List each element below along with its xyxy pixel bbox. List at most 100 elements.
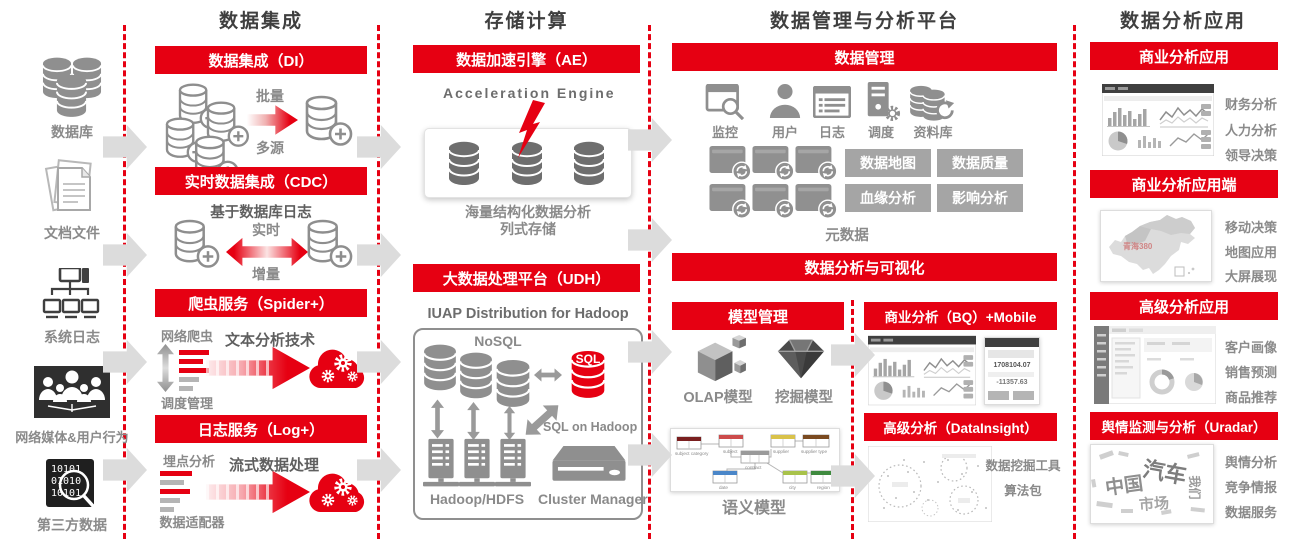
system-log-icon xyxy=(42,268,100,319)
divider-platform-apps xyxy=(1073,25,1076,539)
cloud-gears-icon xyxy=(309,473,365,512)
divider-integration-storage xyxy=(377,25,380,539)
app-item-intel: 竞争情报 xyxy=(1224,480,1277,495)
bi-dashboard-image xyxy=(1102,84,1214,156)
mining-tools-label: 数据挖掘工具 xyxy=(985,459,1061,473)
database-stack-icon xyxy=(42,56,102,118)
log-title: 流式数据处理 xyxy=(228,457,319,474)
banner-spider: 爬虫服务（Spider+） xyxy=(155,289,367,317)
cdc-title: 基于数据库日志 xyxy=(210,205,312,221)
wordcloud-word: 我们 xyxy=(1187,475,1202,500)
china-map-image: 青海380 xyxy=(1100,210,1212,282)
banner-model-mgmt: 模型管理 xyxy=(672,302,844,330)
column-title-integration: 数据集成 xyxy=(218,11,303,32)
db-cylinder-icon xyxy=(457,350,495,400)
svg-text:01010: 01010 xyxy=(51,476,81,487)
wordcloud-image: 中国 汽车 市场 我们 xyxy=(1090,444,1214,524)
udh-subtitle: IUAP Distribution for Hadoop xyxy=(427,306,629,322)
mobile-stat-2: -11357.63 xyxy=(996,379,1028,386)
spider-title: 文本分析技术 xyxy=(224,332,315,349)
metadata-label: 元数据 xyxy=(825,228,869,244)
divider-sources-integration xyxy=(123,25,126,539)
algorithm-pkg-label: 算法包 xyxy=(1004,484,1042,498)
app-item-hr: 人力分析 xyxy=(1224,123,1277,138)
cdc-increment-label: 增量 xyxy=(252,266,280,282)
button-impact-analysis: 影响分析 xyxy=(937,184,1023,212)
column-title-platform: 数据管理与分析平台 xyxy=(769,11,959,32)
semantic-er-image: subject category subject supplier suppli… xyxy=(670,428,840,492)
user-icon xyxy=(769,84,801,118)
double-arrow-icon xyxy=(534,368,562,382)
server-rack-icon xyxy=(423,438,459,488)
source-label-database: 数据库 xyxy=(51,124,93,140)
button-data-quality: 数据质量 xyxy=(937,149,1023,177)
app-item-recommend: 商品推荐 xyxy=(1224,390,1277,405)
column-title-apps: 数据分析应用 xyxy=(1119,11,1246,32)
updown-arrow-icon xyxy=(157,344,174,392)
svg-text:subject category: subject category xyxy=(675,451,709,456)
social-network-icon xyxy=(34,366,110,418)
banner-datainsight: 高级分析（DataInsight） xyxy=(864,413,1057,441)
svg-text:subject: subject xyxy=(723,449,738,454)
source-label-documents: 文档文件 xyxy=(44,225,100,241)
vertical-double-arrow-icon xyxy=(467,402,480,440)
udh-box xyxy=(413,328,643,520)
source-label-syslog: 系统日志 xyxy=(44,329,100,345)
banner-bq: 商业分析（BQ）+Mobile xyxy=(864,302,1057,330)
stream-arrow-icon xyxy=(206,470,310,514)
db-plus-icon xyxy=(303,94,353,147)
bq-dashboard-image xyxy=(868,335,976,406)
mgmt-icon-label-monitor: 监控 xyxy=(711,125,738,140)
mgmt-icon-label-log: 日志 xyxy=(818,125,845,140)
vertical-double-arrow-icon xyxy=(431,398,444,440)
scheduler-gear-icon xyxy=(867,82,901,121)
svg-text:date: date xyxy=(719,485,728,490)
source-label-social: 网络媒体&用户行为 xyxy=(15,430,129,445)
db-plus-icon xyxy=(172,218,220,269)
stream-arrow-icon xyxy=(206,346,310,390)
metadata-box-icon xyxy=(751,184,797,220)
mgmt-icon-label-scheduler: 调度 xyxy=(867,125,894,140)
server-rack-icon xyxy=(495,438,531,488)
log-list-icon xyxy=(813,86,851,118)
cluster-manager-label: Cluster Manager xyxy=(538,491,648,507)
svg-text:10101: 10101 xyxy=(51,488,81,499)
di-arrow-icon xyxy=(244,105,298,135)
db-cylinder-icon xyxy=(445,140,483,186)
bq-mobile-image: 1708104.07 -11357.63 xyxy=(984,337,1040,405)
documents-icon xyxy=(44,159,92,212)
app-item-profile: 客户画像 xyxy=(1224,340,1277,355)
svg-text:10101: 10101 xyxy=(51,464,81,475)
svg-text:city: city xyxy=(789,485,797,490)
metadata-box-icon xyxy=(708,184,754,220)
db-cylinder-icon xyxy=(570,140,608,186)
metadata-box-icon xyxy=(708,146,754,182)
app-item-bigscreen: 大屏展现 xyxy=(1224,269,1277,284)
svg-text:supplier: supplier xyxy=(773,449,790,454)
olap-cube-icon xyxy=(697,334,746,382)
db-plus-icon xyxy=(305,218,353,269)
cluster-manager-icon xyxy=(552,446,626,481)
svg-text:supplier type: supplier type xyxy=(801,449,827,454)
map-label: 青海380 xyxy=(1123,242,1153,251)
repository-refresh-icon xyxy=(909,85,955,122)
app-item-finance: 财务分析 xyxy=(1224,97,1277,112)
banner-uradar: 舆情监测与分析（Uradar） xyxy=(1090,412,1278,440)
nosql-label: NoSQL xyxy=(474,333,522,349)
cloud-gears-icon xyxy=(309,349,365,388)
divider-platform-internal xyxy=(851,300,854,539)
banner-data-mgmt: 数据管理 xyxy=(672,43,1057,71)
app-item-service: 数据服务 xyxy=(1224,505,1277,520)
metadata-box-icon xyxy=(794,184,840,220)
cdc-realtime-label: 实时 xyxy=(252,222,280,238)
spider-schedule-label: 调度管理 xyxy=(160,396,213,411)
ae-subtitle: Acceleration Engine xyxy=(443,85,616,101)
banner-advanced-apps: 高级分析应用 xyxy=(1090,292,1278,320)
vertical-double-arrow-icon xyxy=(503,406,516,440)
app-item-decision: 领导决策 xyxy=(1224,148,1277,163)
banner-di: 数据集成（DI） xyxy=(155,46,367,74)
monitor-search-icon xyxy=(705,84,745,120)
banner-ae: 数据加速引擎（AE） xyxy=(413,45,640,73)
data-stream-bars xyxy=(160,471,196,513)
